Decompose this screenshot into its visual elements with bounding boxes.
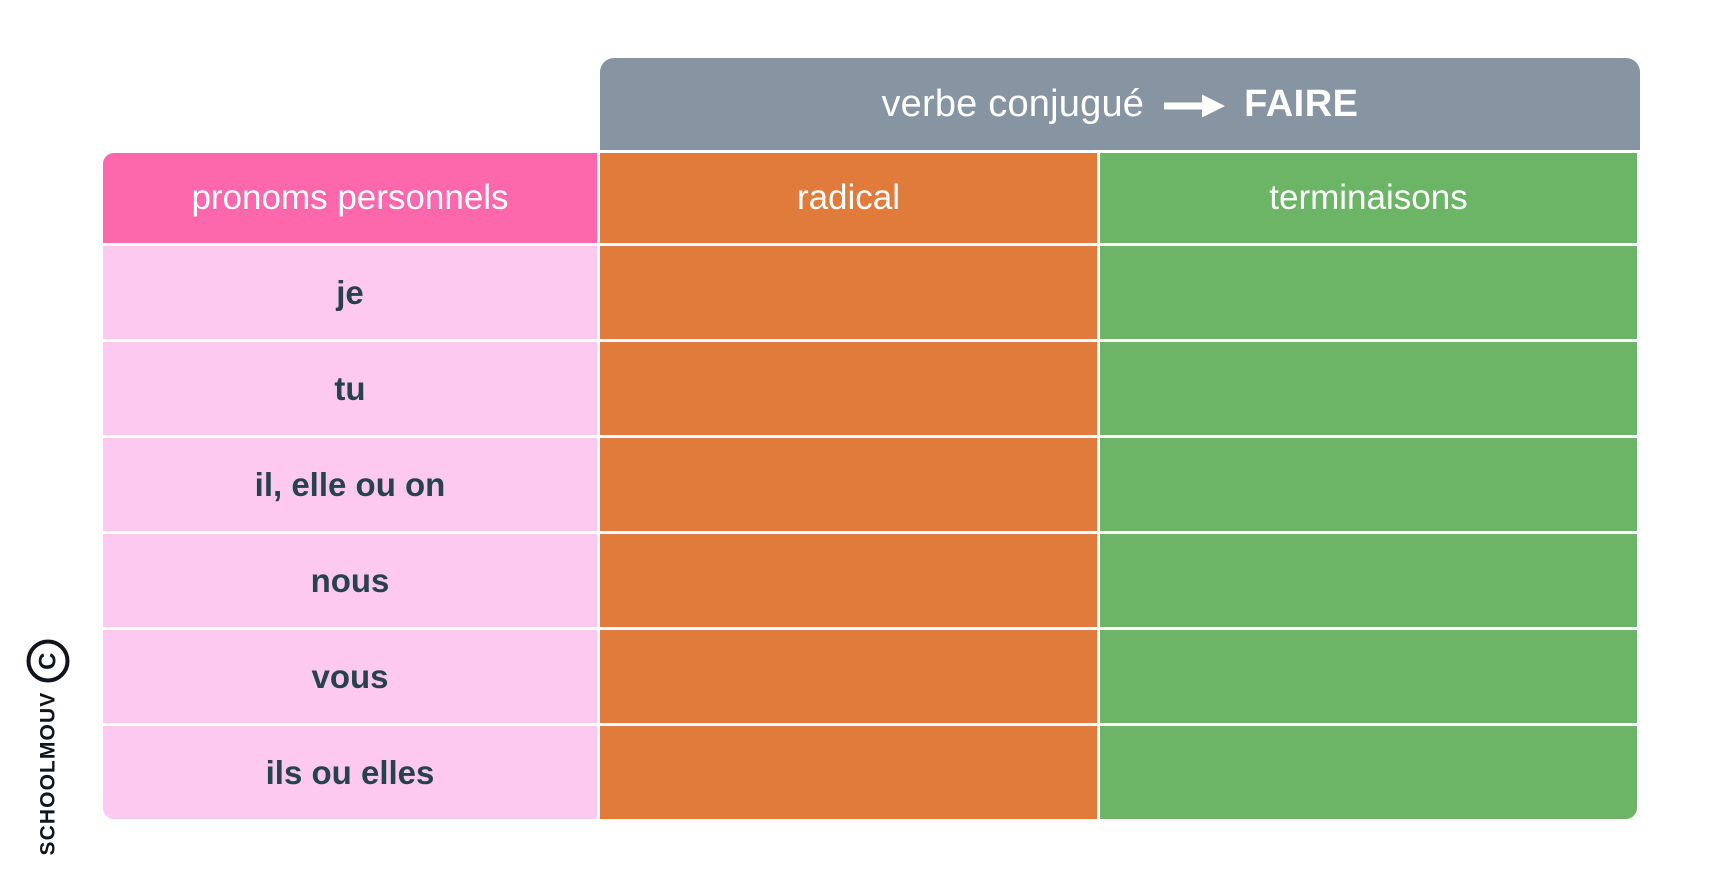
verb-banner-verb: FAIRE <box>1244 82 1359 125</box>
verb-banner-label: verbe conjugué <box>881 82 1145 125</box>
copyright-icon: C <box>26 639 70 683</box>
radical-cell[interactable] <box>600 534 1100 630</box>
schoolmouv-watermark: C SCHOOLMOUV <box>22 618 74 856</box>
terminaison-cell[interactable] <box>1100 246 1640 342</box>
pronom-cell: nous <box>100 534 600 630</box>
column-header-terminaisons: terminaisons <box>1100 150 1640 246</box>
terminaison-cell[interactable] <box>1100 534 1640 630</box>
radical-cell[interactable] <box>600 630 1100 726</box>
radical-cell[interactable] <box>600 342 1100 438</box>
pronom-cell: je <box>100 246 600 342</box>
pronom-cell: vous <box>100 630 600 726</box>
conjugation-grid: pronoms personnels radical terminaisons … <box>100 150 1640 822</box>
right-arrow-icon <box>1164 93 1226 119</box>
watermark-brand-label: SCHOOLMOUV <box>36 691 59 856</box>
conjugation-table: verbe conjugué FAIRE pronoms personnels … <box>100 58 1640 822</box>
pronom-cell: il, elle ou on <box>100 438 600 534</box>
pronom-cell: tu <box>100 342 600 438</box>
terminaison-cell[interactable] <box>1100 726 1640 822</box>
radical-cell[interactable] <box>600 726 1100 822</box>
column-header-pronoms: pronoms personnels <box>100 150 600 246</box>
verb-banner: verbe conjugué FAIRE <box>600 58 1640 150</box>
terminaison-cell[interactable] <box>1100 342 1640 438</box>
terminaison-cell[interactable] <box>1100 438 1640 534</box>
column-header-radical: radical <box>600 150 1100 246</box>
radical-cell[interactable] <box>600 438 1100 534</box>
radical-cell[interactable] <box>600 246 1100 342</box>
pronom-cell: ils ou elles <box>100 726 600 822</box>
terminaison-cell[interactable] <box>1100 630 1640 726</box>
